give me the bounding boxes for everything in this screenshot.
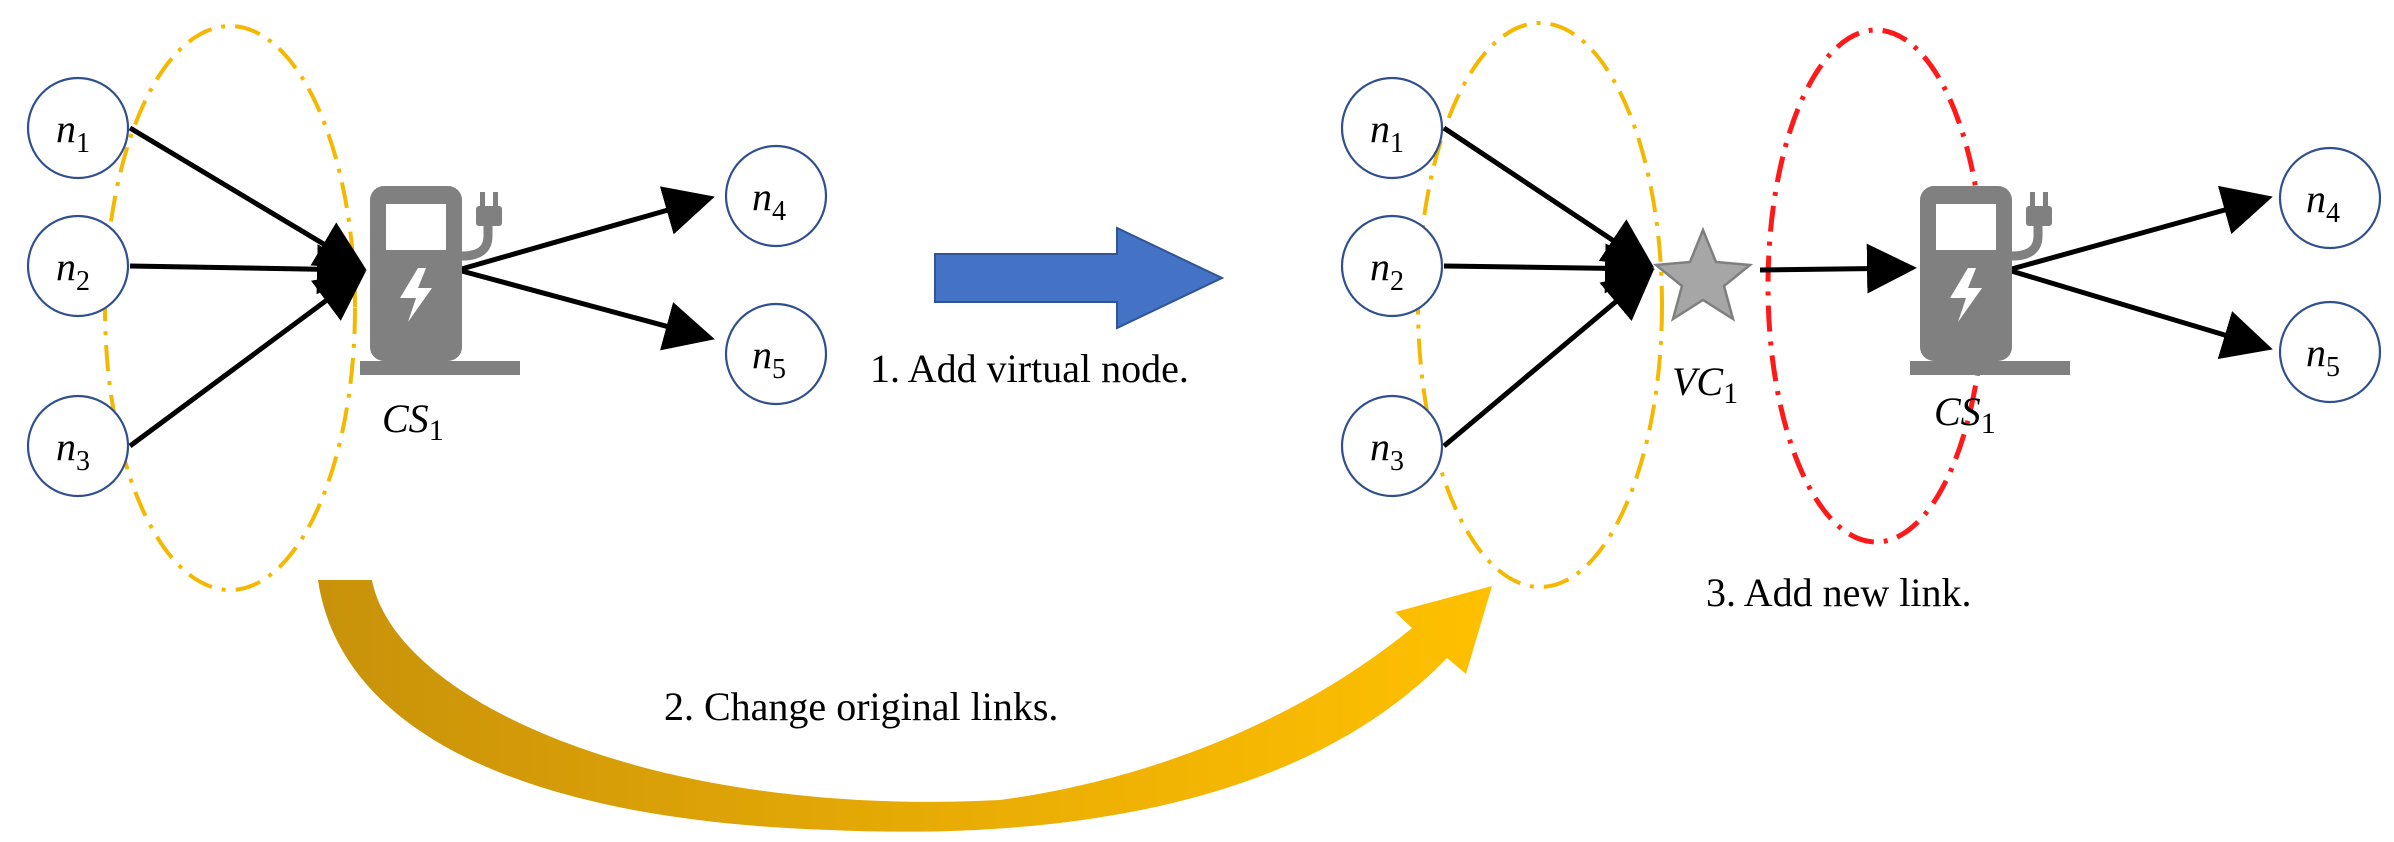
station-label: CS1 <box>382 396 444 447</box>
link-vc1-cs1 <box>1759 243 1917 294</box>
svg-text:n4: n4 <box>2306 176 2340 229</box>
svg-text:n5: n5 <box>2306 330 2340 383</box>
svg-text:n1: n1 <box>1370 106 1404 159</box>
svg-text:n4: n4 <box>752 174 786 227</box>
svg-text:n2: n2 <box>56 244 90 297</box>
svg-text:n2: n2 <box>1370 244 1404 297</box>
link-n2-vc1 <box>1443 243 1655 294</box>
step1-text: 1. Add virtual node. <box>870 346 1189 391</box>
right-arrow-icon <box>934 226 1225 330</box>
star-icon <box>1652 226 1754 322</box>
node-n5: n5 <box>724 302 828 406</box>
svg-text:n3: n3 <box>1370 424 1404 477</box>
link-cs1-n5 <box>457 267 715 351</box>
node-n1-right: n1 <box>1340 76 1444 180</box>
node-n2: n2 <box>26 214 130 318</box>
right-graph: VC1 CS1 n1 n2 n3 n4 n5 3. Add <box>1340 21 2382 615</box>
node-n4-right: n4 <box>2278 146 2382 250</box>
step3-text: 3. Add new link. <box>1706 570 1972 615</box>
link-n2-cs1 <box>129 244 367 295</box>
step2-text: 2. Change original links. <box>664 684 1058 729</box>
curved-arrow-icon <box>318 580 1492 832</box>
link-cs1-n4 <box>457 186 715 273</box>
link-n1-vc1 <box>1442 125 1655 268</box>
node-n3-right: n3 <box>1340 394 1444 498</box>
link-n1-cs1 <box>128 125 367 270</box>
link-cs1-n5-right <box>2007 267 2273 360</box>
svg-text:n1: n1 <box>56 106 90 159</box>
link-n3-vc1 <box>1442 269 1654 448</box>
virtual-node-label: VC1 <box>1672 359 1738 410</box>
station-label-right: CS1 <box>1934 389 1996 440</box>
link-cs1-n4-right <box>2007 185 2273 273</box>
link-n3-cs1 <box>128 271 367 449</box>
node-n5-right: n5 <box>2278 300 2382 404</box>
node-n3: n3 <box>26 394 130 498</box>
svg-text:n5: n5 <box>752 332 786 385</box>
right-yellow-ring <box>1416 21 1664 589</box>
node-n1: n1 <box>26 76 130 180</box>
svg-text:n3: n3 <box>56 424 90 477</box>
node-n4: n4 <box>724 144 828 248</box>
left-graph: CS1 n1 n2 n3 n4 n5 <box>26 24 828 592</box>
node-n2-right: n2 <box>1340 214 1444 318</box>
